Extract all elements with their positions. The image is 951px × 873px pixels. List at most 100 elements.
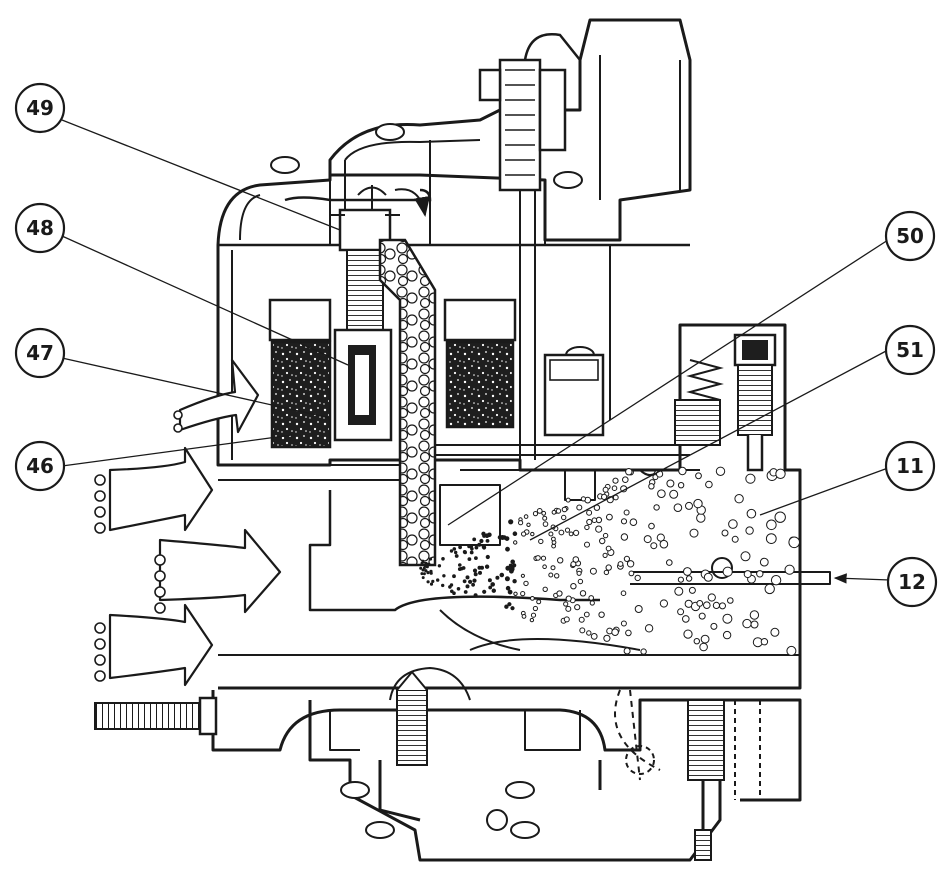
air-arrow-lower (108, 603, 214, 687)
spray-droplet (590, 633, 598, 640)
spray-droplet (770, 627, 780, 637)
spray-droplet (577, 578, 584, 585)
fuel-air-spray (419, 466, 801, 656)
spray-droplet (788, 536, 801, 549)
leader-51 (529, 349, 889, 541)
spray-droplet (683, 629, 693, 639)
spray-droplet (550, 565, 556, 571)
spray-droplet (458, 545, 463, 550)
spray-droplet (510, 606, 515, 611)
spray-droplet (505, 546, 510, 552)
spray-droplet (555, 508, 562, 514)
spray-droplet (474, 556, 478, 560)
spray-droplet (722, 566, 733, 577)
spray-droplet (588, 595, 595, 601)
spray-droplet (623, 555, 631, 563)
spray-droplet (523, 580, 529, 587)
spray-droplet (421, 576, 425, 580)
spray-droplet (584, 524, 590, 531)
spray-droplet (490, 582, 496, 587)
spray-droplet (561, 506, 568, 513)
spray-droplet (719, 602, 726, 610)
spray-droplet (548, 572, 554, 578)
spray-droplet (578, 616, 585, 623)
spray-droplet (602, 532, 609, 539)
spray-droplet (648, 483, 655, 490)
spray-droplet (580, 496, 587, 502)
spray-droplet (482, 589, 487, 594)
spray-droplet (472, 578, 477, 583)
spray-droplet (437, 564, 442, 568)
idle-jet (733, 333, 777, 472)
spray-droplet (452, 591, 456, 596)
spray-droplet (682, 615, 690, 623)
spray-droplet (473, 593, 478, 598)
spray-droplet (473, 572, 478, 577)
spray-droplet (765, 533, 777, 544)
spray-droplet (728, 519, 738, 529)
spray-droplet (574, 604, 581, 611)
spray-droplet (640, 648, 647, 655)
spray-droplet (542, 521, 549, 527)
spray-droplet (674, 586, 684, 596)
spray-droplet (467, 557, 472, 561)
callout-47: 47 (14, 327, 66, 379)
spray-droplet (759, 557, 769, 567)
spray-droplet (457, 567, 462, 571)
spray-droplet (745, 473, 756, 484)
spray-droplet (463, 550, 468, 555)
spray-droplet (463, 590, 468, 594)
spray-droplet (481, 544, 486, 549)
spray-droplet (507, 602, 512, 607)
spray-droplet (454, 554, 459, 558)
spray-droplet (669, 489, 679, 499)
spray-droplet (620, 590, 627, 597)
spray-droplet (774, 511, 786, 523)
spray-droplet (426, 580, 430, 584)
spray-droplet (579, 590, 587, 597)
spray-droplet (685, 575, 693, 582)
spray-droplet (508, 563, 513, 568)
spray-droplet (689, 528, 699, 538)
callout-49: 49 (14, 82, 66, 134)
spray-droplet (529, 617, 535, 623)
spray-droplet (643, 535, 652, 544)
spray-droplet (611, 485, 618, 492)
spray-droplet (467, 544, 472, 549)
svg-text:11: 11 (896, 454, 924, 478)
spray-droplet (442, 574, 446, 578)
spray-droplet (598, 611, 605, 618)
spray-droplet (419, 566, 423, 570)
fuel-passage (378, 238, 437, 567)
spray-droplet (589, 600, 595, 606)
spray-droplet (570, 583, 577, 590)
spray-droplet (653, 504, 660, 511)
spray-droplet (727, 597, 734, 604)
accelerator-piston (543, 353, 605, 437)
spray-droplet (629, 518, 638, 527)
spray-droplet (612, 477, 619, 484)
spray-droplet (628, 570, 635, 577)
spray-droplet (602, 552, 608, 559)
spray-droplet (485, 539, 490, 543)
spray-droplet (541, 510, 547, 516)
spray-droplet (699, 642, 708, 652)
spray-droplet (472, 568, 478, 573)
spray-droplet (611, 628, 619, 637)
leader-50 (447, 239, 889, 526)
callout-12: 12 (886, 556, 938, 608)
spray-droplet (551, 543, 556, 549)
spray-droplet (471, 582, 476, 587)
spray-droplet (521, 531, 527, 537)
spray-droplet (535, 555, 541, 561)
spray-droplet (513, 540, 518, 545)
spray-droplet (591, 517, 598, 524)
spray-droplet (554, 573, 560, 579)
idle-adjust-screw (94, 696, 218, 736)
spray-droplet (764, 583, 775, 595)
spray-droplet (564, 527, 571, 533)
spray-droplet (620, 518, 628, 525)
spray-droplet (573, 529, 580, 537)
spray-droplet (731, 535, 739, 543)
spray-droplet (657, 489, 666, 499)
